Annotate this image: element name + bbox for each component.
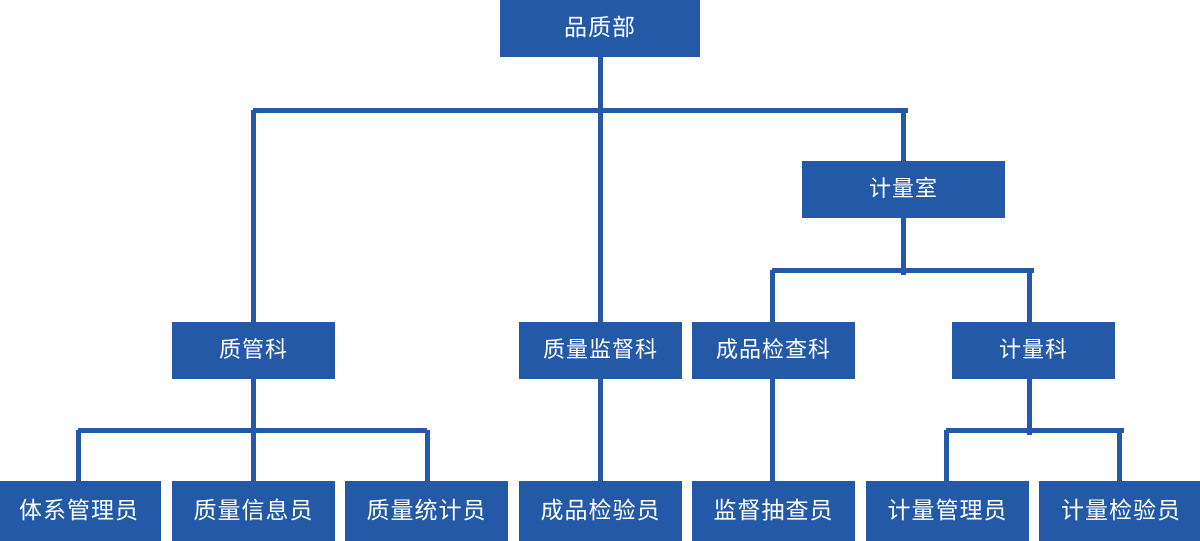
connector-bus-to-jiliangshi — [901, 110, 906, 161]
connector-jls-to-chengpin — [770, 270, 775, 322]
connector-jlk-to-guanli — [944, 430, 949, 481]
org-node-label: 成品检验员 — [540, 497, 661, 524]
connector-root-bus — [253, 108, 908, 113]
org-node-jiliangke[interactable]: 计量科 — [952, 322, 1115, 379]
org-node-label: 品质部 — [564, 15, 636, 41]
org-node-jiandupaichayuan[interactable]: 监督抽查员 — [692, 481, 855, 541]
connector-bus-to-jiandu — [598, 110, 603, 322]
org-node-label: 质量信息员 — [193, 497, 314, 524]
org-node-jiliangguanliyuan[interactable]: 计量管理员 — [866, 481, 1029, 541]
org-node-label: 计量检验员 — [1061, 497, 1181, 524]
org-node-label: 质量统计员 — [366, 497, 487, 524]
org-node-zhiliangtongjiyuan[interactable]: 质量统计员 — [345, 481, 508, 541]
org-node-tixiguanliyuan[interactable]: 体系管理员 — [0, 481, 161, 541]
connector-jlk-stem — [1027, 379, 1032, 435]
org-node-label: 质管科 — [218, 337, 288, 363]
connector-zgk-stem — [251, 379, 256, 435]
org-node-zhiliangjiandu[interactable]: 质量监督科 — [519, 322, 682, 379]
org-node-zhiliangxinxiyuan[interactable]: 质量信息员 — [172, 481, 335, 541]
org-node-label: 成品检查科 — [715, 337, 831, 363]
org-node-chengpinjiancha[interactable]: 成品检查科 — [692, 322, 855, 379]
org-node-label: 质量监督科 — [542, 337, 658, 363]
org-node-label: 体系管理员 — [19, 497, 139, 524]
org-node-jiliangjianyanyuan[interactable]: 计量检验员 — [1039, 481, 1200, 541]
org-node-zhiguanke[interactable]: 质管科 — [172, 322, 335, 379]
org-node-label: 计量管理员 — [887, 497, 1008, 524]
org-node-chengpinjianyanyuan[interactable]: 成品检验员 — [519, 481, 682, 541]
connector-jls-to-jiliangke — [1027, 270, 1032, 322]
connector-zgk-to-tixi — [76, 430, 81, 481]
org-node-label: 计量室 — [868, 176, 938, 202]
connector-jls-bus — [772, 268, 1034, 273]
connector-zgk-to-xinxi — [251, 430, 256, 481]
connector-jlk-bus — [946, 428, 1124, 433]
org-node-label: 监督抽查员 — [713, 497, 834, 524]
org-node-pinzhibu[interactable]: 品质部 — [500, 0, 700, 57]
connector-jls-stem — [901, 218, 906, 275]
connector-jlk-to-jianyan — [1117, 430, 1122, 481]
org-node-jiliangshi[interactable]: 计量室 — [802, 161, 1005, 218]
connector-root-stem — [598, 57, 603, 115]
connector-bus-to-zhiguanke — [251, 110, 256, 322]
connector-zgk-to-tongji — [425, 430, 430, 481]
connector-cpjc-to-child — [770, 379, 775, 481]
org-node-label: 计量科 — [998, 337, 1068, 363]
connector-zljd-to-child — [598, 379, 603, 481]
